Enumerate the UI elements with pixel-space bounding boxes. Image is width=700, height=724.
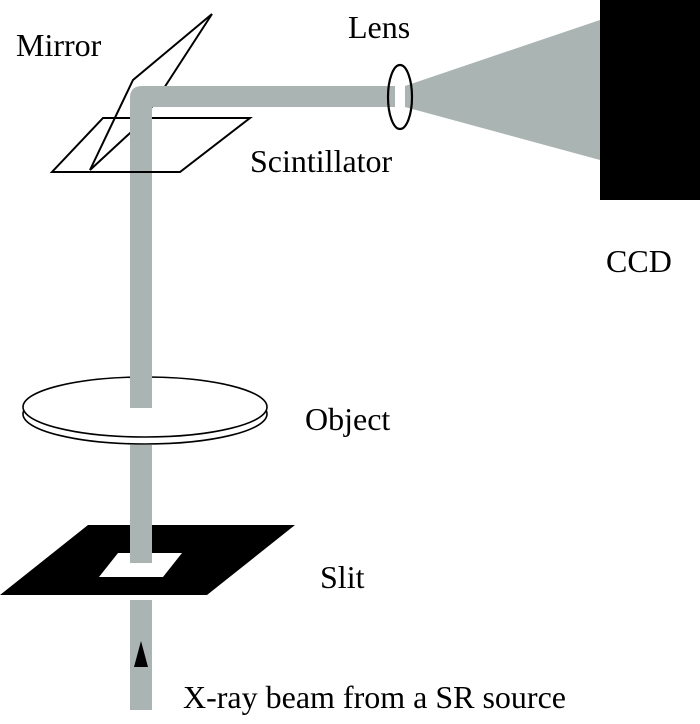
slit-opening bbox=[99, 553, 182, 577]
mirror-label: Mirror bbox=[16, 27, 102, 63]
source-label: X-ray beam from a SR source bbox=[183, 679, 566, 715]
beam-object-to-scintillator bbox=[130, 118, 152, 408]
slit-label: Slit bbox=[320, 559, 365, 595]
lens-label: Lens bbox=[348, 9, 410, 45]
lens bbox=[386, 63, 414, 131]
beam-cone-lens-to-ccd bbox=[405, 20, 600, 160]
ccd-label: CCD bbox=[606, 243, 672, 279]
scintillator-label: Scintillator bbox=[250, 143, 393, 179]
object-label: Object bbox=[305, 401, 390, 437]
scintillator-plate bbox=[49, 117, 253, 173]
beam-slit-to-object bbox=[130, 445, 152, 563]
ccd-detector bbox=[600, 0, 700, 200]
beam-mirror-to-lens bbox=[130, 86, 395, 138]
beam-direction-arrow bbox=[134, 641, 148, 667]
